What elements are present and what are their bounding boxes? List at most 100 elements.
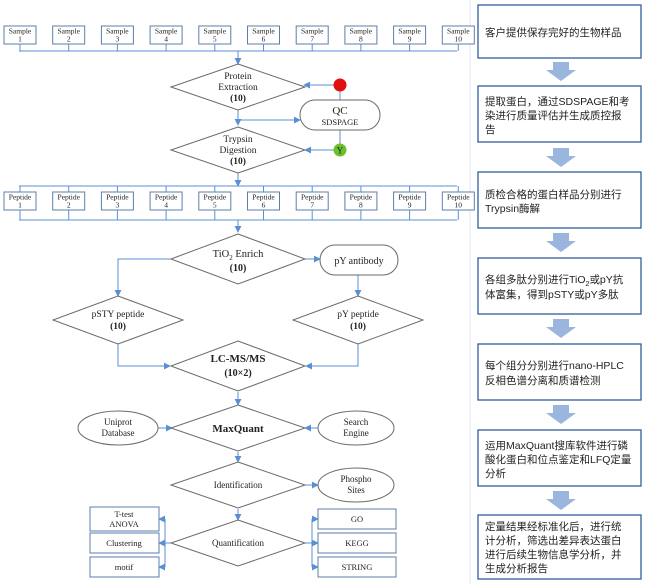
- step-7: 定量结果经标准化后，进行统 计分析，筛选出差异表达蛋白 进行后续生物信息学分析，…: [477, 514, 642, 580]
- down-arrow-4: [546, 319, 576, 338]
- step-4-line1: 各组多肽分别进行TiO2或pY抗: [485, 273, 624, 288]
- sample-number: 1: [18, 35, 22, 44]
- down-arrow-3: [546, 233, 576, 252]
- py-peptide-count: (10): [350, 321, 366, 332]
- tool-ttest-line1: T-test: [114, 509, 134, 519]
- qc-pass-label: Y: [337, 146, 344, 156]
- connectors: [19, 0, 471, 584]
- qc-fail-icon: [333, 78, 347, 92]
- py-antibody-label: pY antibody: [334, 256, 383, 267]
- tool-ttest-line2: ANOVA: [109, 519, 139, 529]
- step-6: 运用MaxQuant搜库软件进行磷 酸化蛋白和位点鉴定和LFQ定量 分析: [477, 429, 642, 487]
- protein-extraction-line1: Protein: [224, 72, 252, 82]
- down-arrow-2: [546, 148, 576, 167]
- search-engine-node: Search Engine: [317, 410, 395, 446]
- maxquant-label: MaxQuant: [212, 423, 264, 435]
- trypsin-line1: Trypsin: [223, 135, 252, 145]
- peptide-label: Peptide: [57, 193, 80, 202]
- identification-node: Identification: [169, 461, 307, 509]
- qc-pass-marker: Y: [333, 143, 347, 157]
- peptide-number: 7: [310, 201, 314, 210]
- peptide-number: 3: [116, 201, 120, 210]
- sample-label: Sample: [350, 27, 373, 36]
- step-3-line2: Trypsin酶解: [485, 202, 541, 215]
- sample-number: 8: [359, 35, 363, 44]
- py-peptide-node: pY peptide (10): [291, 295, 425, 345]
- trypsin-digestion-node: Trypsin Digestion (10): [169, 126, 307, 174]
- tool-go-label: GO: [351, 514, 363, 524]
- step-7-line2: 计分析，筛选出差异表达蛋白: [485, 534, 622, 547]
- protein-extraction-line2: Extraction: [218, 83, 258, 93]
- step-2: 提取蛋白，通过SDSPAGE和考 染进行质量评估并生成质控报 告: [477, 85, 642, 143]
- sample-number: 6: [262, 35, 266, 44]
- trypsin-count: (10): [230, 156, 246, 167]
- peptide-number: 10: [455, 201, 463, 210]
- quantification-label: Quantification: [212, 538, 264, 548]
- tool-kegg: KEGG: [317, 532, 397, 554]
- sample-label: Sample: [204, 27, 227, 36]
- step-2-line2: 染进行质量评估并生成质控报: [485, 109, 622, 122]
- tool-motif: motif: [89, 556, 160, 578]
- psty-line1: pSTY peptide: [92, 310, 145, 320]
- sample-number: 4: [164, 35, 168, 44]
- step-4-line2: 体富集，得到pSTY或pY多肽: [485, 288, 619, 301]
- uniprot-database-node: Uniprot Database: [77, 410, 159, 446]
- identification-label: Identification: [214, 480, 263, 490]
- tool-clustering: Clustering: [89, 532, 160, 554]
- lcms-node: LC-MS/MS (10×2): [169, 340, 307, 392]
- tio2-label: TiO2 Enrich: [213, 249, 264, 262]
- tio2-count: (10): [230, 263, 247, 274]
- step-6-line3: 分析: [485, 467, 506, 480]
- step-3-line1: 质检合格的蛋白样品分别进行: [485, 188, 622, 201]
- qc-node: QC SDSPAGE: [299, 99, 381, 131]
- uniprot-line2: Database: [102, 428, 135, 438]
- down-arrow-5: [546, 405, 576, 424]
- sample-label: Sample: [9, 27, 32, 36]
- protein-extraction-count: (10): [230, 93, 246, 104]
- step-5: 每个组分分别进行nano-HPLC 反相色谱分离和质谱检测: [477, 343, 642, 401]
- step-6-line2: 酸化蛋白和位点鉴定和LFQ定量: [485, 453, 632, 466]
- sample-number: 2: [67, 35, 71, 44]
- tool-string: STRING: [317, 556, 397, 578]
- peptide-label: Peptide: [447, 193, 470, 202]
- maxquant-node: MaxQuant: [169, 404, 307, 452]
- peptide-label: Peptide: [398, 193, 421, 202]
- step-4: 各组多肽分别进行TiO2或pY抗 体富集，得到pSTY或pY多肽: [477, 257, 642, 315]
- search-engine-line2: Engine: [343, 428, 369, 438]
- peptide-number: 1: [18, 201, 22, 210]
- peptide-number: 9: [408, 201, 412, 210]
- step-5-line1: 每个组分分别进行nano-HPLC: [485, 359, 624, 372]
- phospho-sites-node: Phospho Sites: [317, 467, 395, 503]
- peptide-label: Peptide: [301, 193, 324, 202]
- sample-label: Sample: [57, 27, 80, 36]
- step-7-line3: 进行后续生物信息学分析，并: [485, 548, 622, 561]
- tool-kegg-label: KEGG: [345, 538, 369, 548]
- down-arrow-1: [546, 62, 576, 81]
- quantification-node: Quantification: [169, 519, 307, 567]
- peptide-number: 8: [359, 201, 363, 210]
- step-7-line4: 生成分析报告: [485, 562, 548, 575]
- peptide-number: 2: [67, 201, 71, 210]
- trypsin-line2: Digestion: [220, 146, 257, 156]
- qc-subtitle: SDSPAGE: [321, 117, 358, 127]
- sample-label: Sample: [398, 27, 421, 36]
- peptide-label: Peptide: [106, 193, 129, 202]
- sample-number: 3: [116, 35, 120, 44]
- qc-title: QC: [332, 105, 347, 117]
- sample-label: Sample: [106, 27, 129, 36]
